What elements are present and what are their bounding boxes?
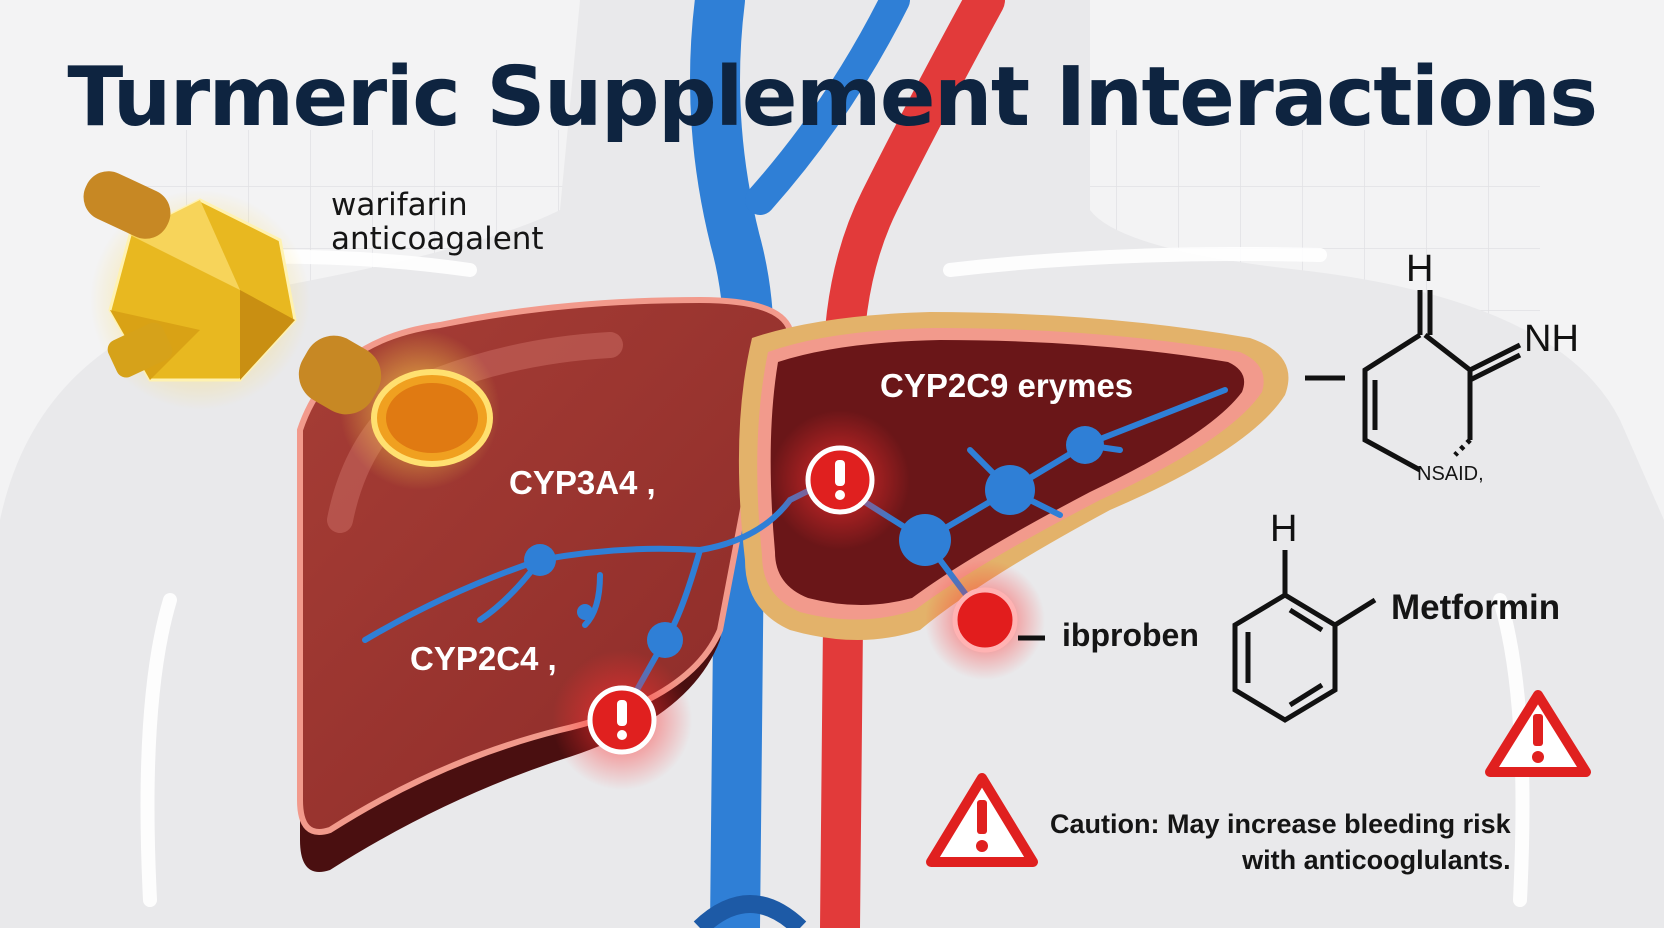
page-title: Turmeric Supplement Interactions [67,50,1598,145]
ibuprofen-label: ibproben [1062,617,1199,653]
cyp3a4-label: CYP3A4 , [509,464,656,501]
caution-note: Caution: May increase bleeding risk with… [1050,806,1511,878]
atom-h-lower: H [1270,508,1298,550]
warning-icon [926,773,1038,867]
network-nodes [524,426,1104,658]
caution-line1: Caution: May increase bleeding risk [1050,809,1511,839]
atom-h-top: H [1406,248,1434,290]
turmeric-capsule-icon [83,171,500,490]
metformin-label: Metformin [1391,588,1561,627]
metformin-molecule [1232,550,1377,723]
warfarin-label-line1: warifarin [331,187,468,223]
warfarin-label-line2: anticoagalent [331,221,544,257]
ibuprofen-node [925,560,1045,680]
cyp2c9-label: CYP2C9 erymes [880,367,1134,404]
atom-nh: NH [1524,318,1579,360]
caution-line2: with anticooglulants. [1242,845,1511,875]
alert-marker-lower [552,650,692,790]
warfarin-label: warifarin anticoagalent [331,188,544,256]
alert-marker-upper [770,410,910,550]
warning-icon [1485,690,1591,777]
nsaid-molecule [1305,290,1522,473]
cyp2c4-label: CYP2C4 , [410,640,557,677]
nsaid-label: NSAID, [1417,463,1484,485]
